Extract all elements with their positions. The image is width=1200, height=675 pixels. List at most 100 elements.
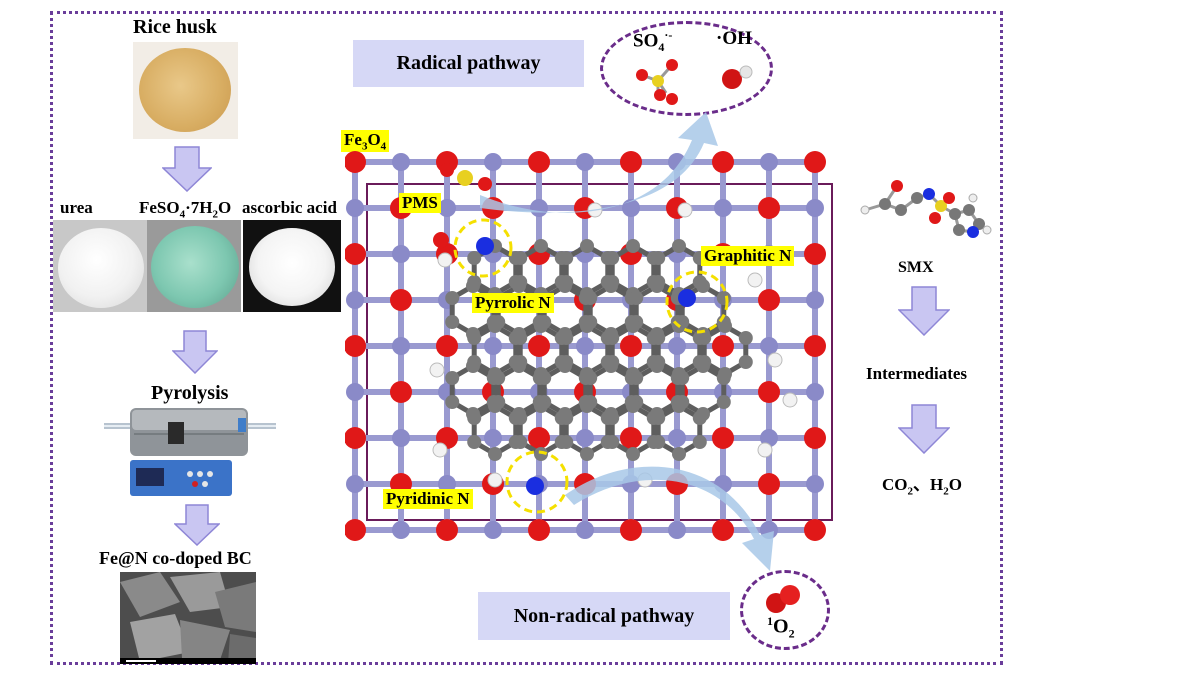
non-radical-pathway-box: Non-radical pathway	[478, 592, 730, 640]
carbon-atom	[537, 371, 552, 385]
hydrogen-atom	[677, 202, 693, 218]
carbon-atom	[672, 239, 686, 253]
iron-atom	[576, 153, 594, 171]
radicals-ellipse	[600, 21, 773, 116]
carbon-atom	[467, 411, 482, 425]
hydrogen-atom	[782, 392, 798, 408]
iron-atom	[760, 429, 778, 447]
carbon-atom	[629, 291, 644, 305]
iron-atom	[346, 475, 364, 493]
iron-atom	[622, 199, 640, 217]
urea-label: urea	[60, 198, 93, 217]
oxygen-atom	[528, 519, 550, 541]
iron-atom	[392, 521, 410, 539]
oxygen-atom	[804, 243, 826, 265]
iron-atom	[760, 153, 778, 171]
oxygen-atom	[804, 335, 826, 357]
carbon-atom	[467, 331, 482, 345]
carbon-atom	[718, 319, 732, 333]
iron-atom	[806, 383, 824, 401]
oxygen-atom	[345, 519, 366, 541]
carbon-atom	[445, 395, 460, 409]
iron-atom	[392, 245, 410, 263]
carbon-atom	[675, 371, 690, 385]
urea-photo	[53, 220, 147, 312]
carbon-atom	[559, 251, 574, 265]
oxygen-atom	[345, 151, 366, 173]
iron-atom	[760, 337, 778, 355]
non-radical-pathway-arrow	[565, 466, 774, 571]
carbon-atom	[580, 319, 594, 333]
pyridinic-n-highlight	[505, 450, 569, 514]
so4-radical-molecule	[636, 59, 678, 105]
carbon-atom	[513, 411, 528, 425]
carbon-atom	[558, 359, 572, 373]
iron-atom	[806, 199, 824, 217]
carbon-atom	[445, 315, 460, 329]
carbon-atom	[650, 359, 664, 373]
iron-atom	[576, 337, 594, 355]
iron-atom	[576, 521, 594, 539]
carbon-ring	[633, 283, 681, 337]
iron-atom	[438, 199, 456, 217]
iron-atom	[484, 521, 502, 539]
oxygen-atom	[620, 427, 642, 449]
carbon-atom	[605, 331, 620, 345]
carbon-atom	[445, 291, 460, 305]
carbon-atom	[488, 319, 502, 333]
carbon-atom	[488, 399, 502, 413]
pyrolysis-label: Pyrolysis	[151, 382, 229, 404]
iron-atom	[806, 475, 824, 493]
carbon-atom	[696, 359, 710, 373]
iron-atom	[668, 521, 686, 539]
oxygen-atom	[804, 519, 826, 541]
pyridinic-n-label: Pyridinic N	[383, 489, 473, 509]
carbon-atom	[692, 435, 707, 449]
iron-atom	[714, 199, 732, 217]
oxygen-atom	[758, 473, 780, 495]
iron-atom	[806, 291, 824, 309]
iron-atom	[484, 337, 502, 355]
carbon-atom	[604, 279, 618, 293]
carbon-atom	[512, 279, 526, 293]
carbon-atom	[651, 435, 666, 449]
ascorbic-acid-label: ascorbic acid	[242, 198, 337, 217]
singlet-oxygen-ellipse	[740, 570, 830, 650]
rice-husk-photo	[133, 42, 238, 139]
oxygen-atom	[804, 151, 826, 173]
pms-sulfur-atom	[457, 170, 473, 186]
oxygen-atom	[758, 381, 780, 403]
carbon-atom	[716, 291, 731, 305]
oxygen-atom	[620, 151, 642, 173]
carbon-atom	[650, 279, 664, 293]
down-arrow-2	[172, 330, 218, 374]
carbon-atom	[445, 371, 460, 385]
hydrogen-atom	[432, 442, 448, 458]
ascorbic-acid-photo	[243, 220, 341, 312]
carbon-atom	[534, 319, 548, 333]
oh-radical-molecule	[722, 65, 753, 89]
carbon-atom	[716, 371, 731, 385]
oxygen-atom	[712, 427, 734, 449]
carbon-atom	[629, 371, 644, 385]
smx-label: SMX	[898, 259, 934, 276]
carbon-atom	[672, 399, 686, 413]
carbon-atom	[558, 279, 572, 293]
carbon-atom	[604, 359, 618, 373]
carbon-atom	[513, 251, 528, 265]
oxygen-atom	[528, 427, 550, 449]
carbon-atom	[583, 371, 598, 385]
dotted-frame	[50, 11, 1003, 665]
intermediates-label: Intermediates	[866, 364, 968, 383]
iron-atom	[668, 337, 686, 355]
oh-radical-label: ·OH	[716, 28, 752, 49]
oxygen-atom	[390, 289, 412, 311]
carbon-atom	[626, 447, 640, 461]
oxygen-atom	[345, 243, 366, 265]
iron-atom	[346, 291, 364, 309]
radical-pathway-box: Radical pathway	[353, 40, 584, 87]
products-label: CO2、H2O	[882, 475, 962, 498]
iron-atom	[576, 429, 594, 447]
nitrogen-atom-pyrrolic	[476, 237, 494, 255]
carbon-atom	[696, 279, 710, 293]
